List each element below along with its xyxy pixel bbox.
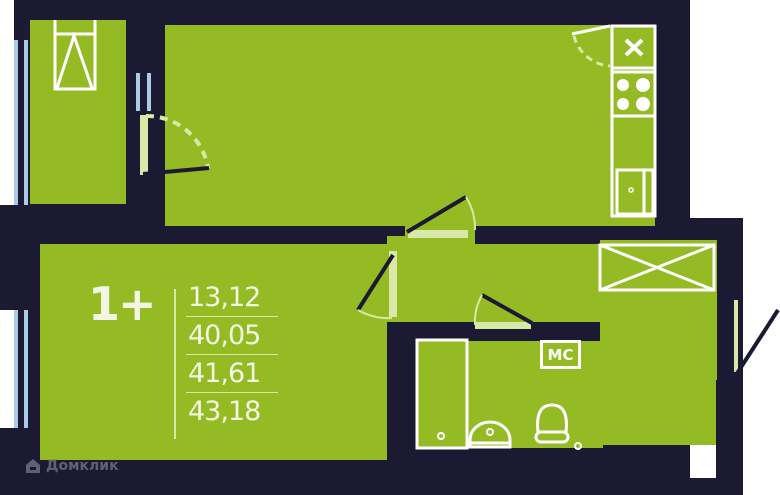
living-area-value: 40,05	[188, 320, 261, 351]
area-separator	[186, 354, 278, 355]
hallway-right	[600, 240, 717, 380]
door-openings	[140, 115, 738, 372]
kitchen-area-value: 13,12	[188, 282, 261, 313]
watermark: Домклик	[24, 457, 119, 475]
kitchen-lower-step	[165, 200, 555, 226]
house-logo-icon	[26, 459, 40, 473]
kitchen-room	[165, 25, 655, 226]
windows	[14, 40, 151, 428]
bathtub	[415, 338, 469, 450]
rooms	[30, 20, 717, 460]
washing-machine	[468, 420, 512, 449]
closet-box-icon	[598, 243, 716, 292]
kitchen-counter	[610, 24, 657, 218]
doors	[142, 24, 780, 377]
toilet-icon	[536, 403, 568, 433]
area-separator	[186, 392, 278, 393]
storage-rack-icon	[53, 20, 97, 91]
stove-burners-icon	[617, 78, 650, 111]
area-list: 13,12 40,05 41,61 43,18	[186, 284, 278, 428]
kitchen-fixtures	[610, 24, 657, 218]
area-separator	[186, 316, 278, 317]
bathroom-fixtures	[415, 338, 582, 450]
total-area-with-balcony-value: 43,18	[188, 396, 261, 427]
dishwasher	[615, 168, 655, 216]
areas-divider	[174, 289, 176, 439]
bathroom-label: МС	[540, 340, 581, 369]
room-count-label: 1+	[88, 277, 157, 331]
watermark-text: Домклик	[46, 458, 119, 474]
bathroom	[416, 341, 603, 448]
living-room	[40, 244, 387, 460]
total-area-value: 41,61	[188, 358, 261, 389]
